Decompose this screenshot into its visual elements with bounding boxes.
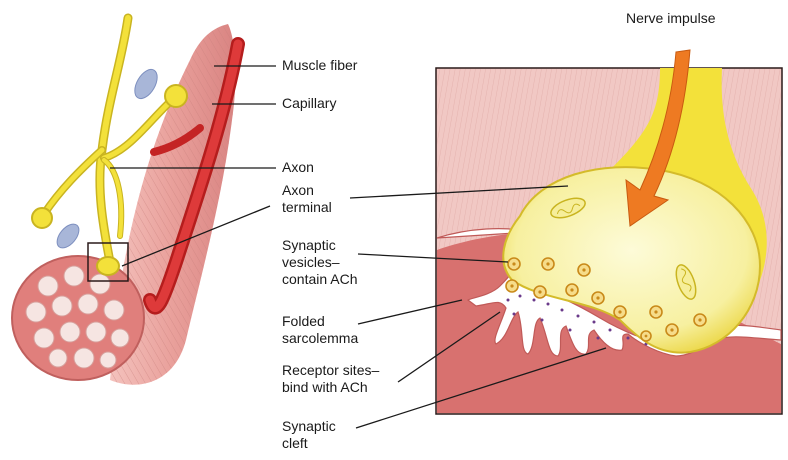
label-folded-sarcolemma: Folded sarcolemma [282, 313, 358, 347]
label-capillary: Capillary [282, 95, 336, 112]
label-nerve-impulse: Nerve impulse [626, 10, 715, 27]
nucleus [53, 220, 83, 252]
muscle-fiber-illustration [12, 18, 238, 385]
axon-terminal-small [97, 257, 119, 275]
label-synaptic-cleft: Synaptic cleft [282, 418, 336, 452]
synapse-closeup [436, 50, 782, 414]
label-axon: Axon [282, 159, 314, 176]
label-axon-terminal: Axon terminal [282, 182, 332, 216]
label-receptor-sites: Receptor sites– bind with ACh [282, 362, 379, 396]
label-muscle-fiber: Muscle fiber [282, 57, 357, 74]
label-synaptic-vesicles: Synaptic vesicles– contain ACh [282, 237, 358, 288]
nucleus [130, 66, 162, 103]
